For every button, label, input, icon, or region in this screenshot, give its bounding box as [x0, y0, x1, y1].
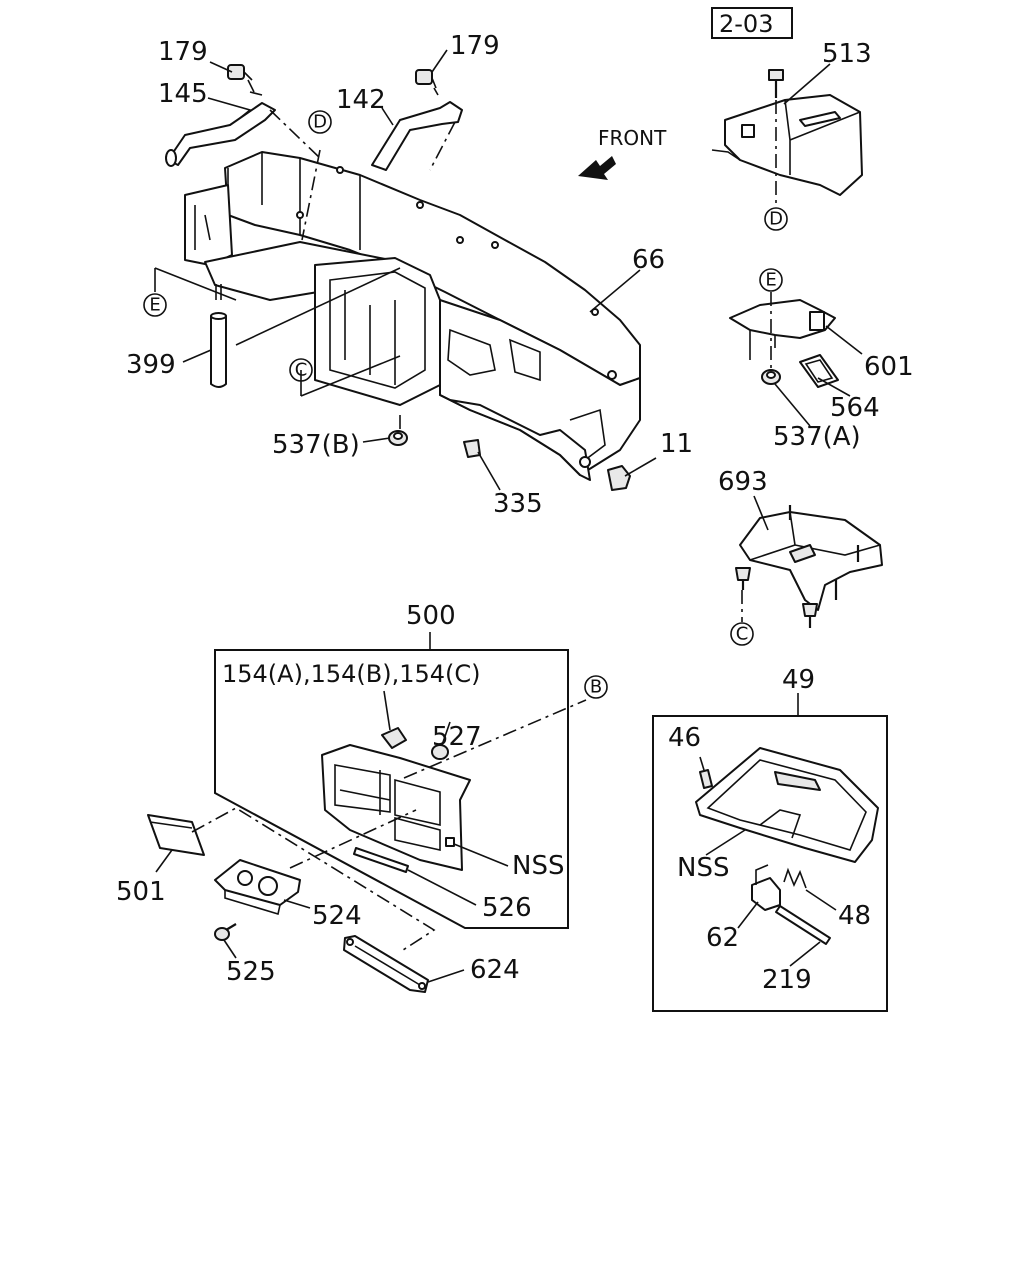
svg-text:E: E: [149, 295, 160, 316]
leader-lines: [154, 49, 863, 983]
bracket-524: [214, 859, 301, 916]
label-525: 525: [226, 957, 276, 987]
front-arrow: [578, 156, 616, 180]
label-nss-500: NSS: [512, 851, 564, 881]
nut-537a: [761, 369, 781, 385]
callout-d-top: D: [308, 110, 332, 134]
svg-text:C: C: [295, 360, 308, 381]
label-601: 601: [864, 352, 914, 382]
label-145: 145: [158, 79, 208, 109]
callout-c-left: C: [289, 358, 313, 382]
callout-c-right: C: [730, 622, 754, 646]
label-624: 624: [470, 955, 520, 985]
label-48: 48: [838, 901, 871, 931]
bracket-142: [371, 101, 463, 171]
bolt-179-right: [415, 69, 439, 96]
label-11: 11: [660, 429, 693, 459]
bracket-145: [165, 102, 276, 167]
label-335: 335: [493, 489, 543, 519]
label-66: 66: [632, 245, 665, 275]
assembly-500: [214, 632, 587, 929]
label-49: 49: [782, 665, 815, 695]
label-527: 527: [432, 722, 482, 752]
label-142: 142: [336, 85, 386, 115]
svg-text:D: D: [313, 112, 327, 133]
callout-e-right: E: [759, 268, 783, 292]
label-526: 526: [482, 893, 532, 923]
svg-text:E: E: [765, 270, 776, 291]
svg-text:C: C: [736, 624, 749, 645]
label-179-right: 179: [450, 31, 500, 61]
label-513: 513: [822, 39, 872, 69]
bracket-693: [735, 505, 883, 628]
label-500: 500: [406, 601, 456, 631]
label-537a: 537(A): [773, 422, 861, 452]
dashboard-frame: [184, 151, 641, 481]
label-219: 219: [762, 965, 812, 995]
label-524: 524: [312, 901, 362, 931]
cap-501: [147, 807, 436, 953]
bolt-179-left: [227, 64, 255, 93]
front-label: FRONT: [598, 126, 667, 150]
clip-564: [799, 354, 839, 388]
label-399: 399: [126, 350, 176, 380]
svg-text:D: D: [769, 209, 783, 230]
callout-b: B: [584, 675, 608, 699]
callout-e-left: E: [143, 293, 167, 317]
label-501: 501: [116, 877, 166, 907]
label-62: 62: [706, 923, 739, 953]
label-46: 46: [668, 723, 701, 753]
label-154: 154(A),154(B),154(C): [222, 660, 481, 688]
label-179-left: 179: [158, 37, 208, 67]
label-693: 693: [718, 467, 768, 497]
assembly-49: [652, 693, 888, 1012]
bracket-513: [711, 69, 863, 205]
bolt-11: [607, 465, 631, 491]
bracket-601: [729, 292, 836, 370]
svg-text:2-03: 2-03: [719, 10, 773, 38]
label-537b: 537(B): [272, 430, 360, 460]
svg-text:B: B: [590, 677, 602, 698]
post-399: [210, 284, 227, 388]
bar-624: [343, 935, 429, 993]
label-564: 564: [830, 393, 880, 423]
screw-525: [214, 923, 237, 941]
reference-box: 2-03: [711, 7, 793, 39]
nut-537b: [388, 430, 408, 446]
clip-335: [463, 439, 481, 458]
label-nss-49: NSS: [677, 853, 729, 883]
callout-d-right: D: [764, 207, 788, 231]
